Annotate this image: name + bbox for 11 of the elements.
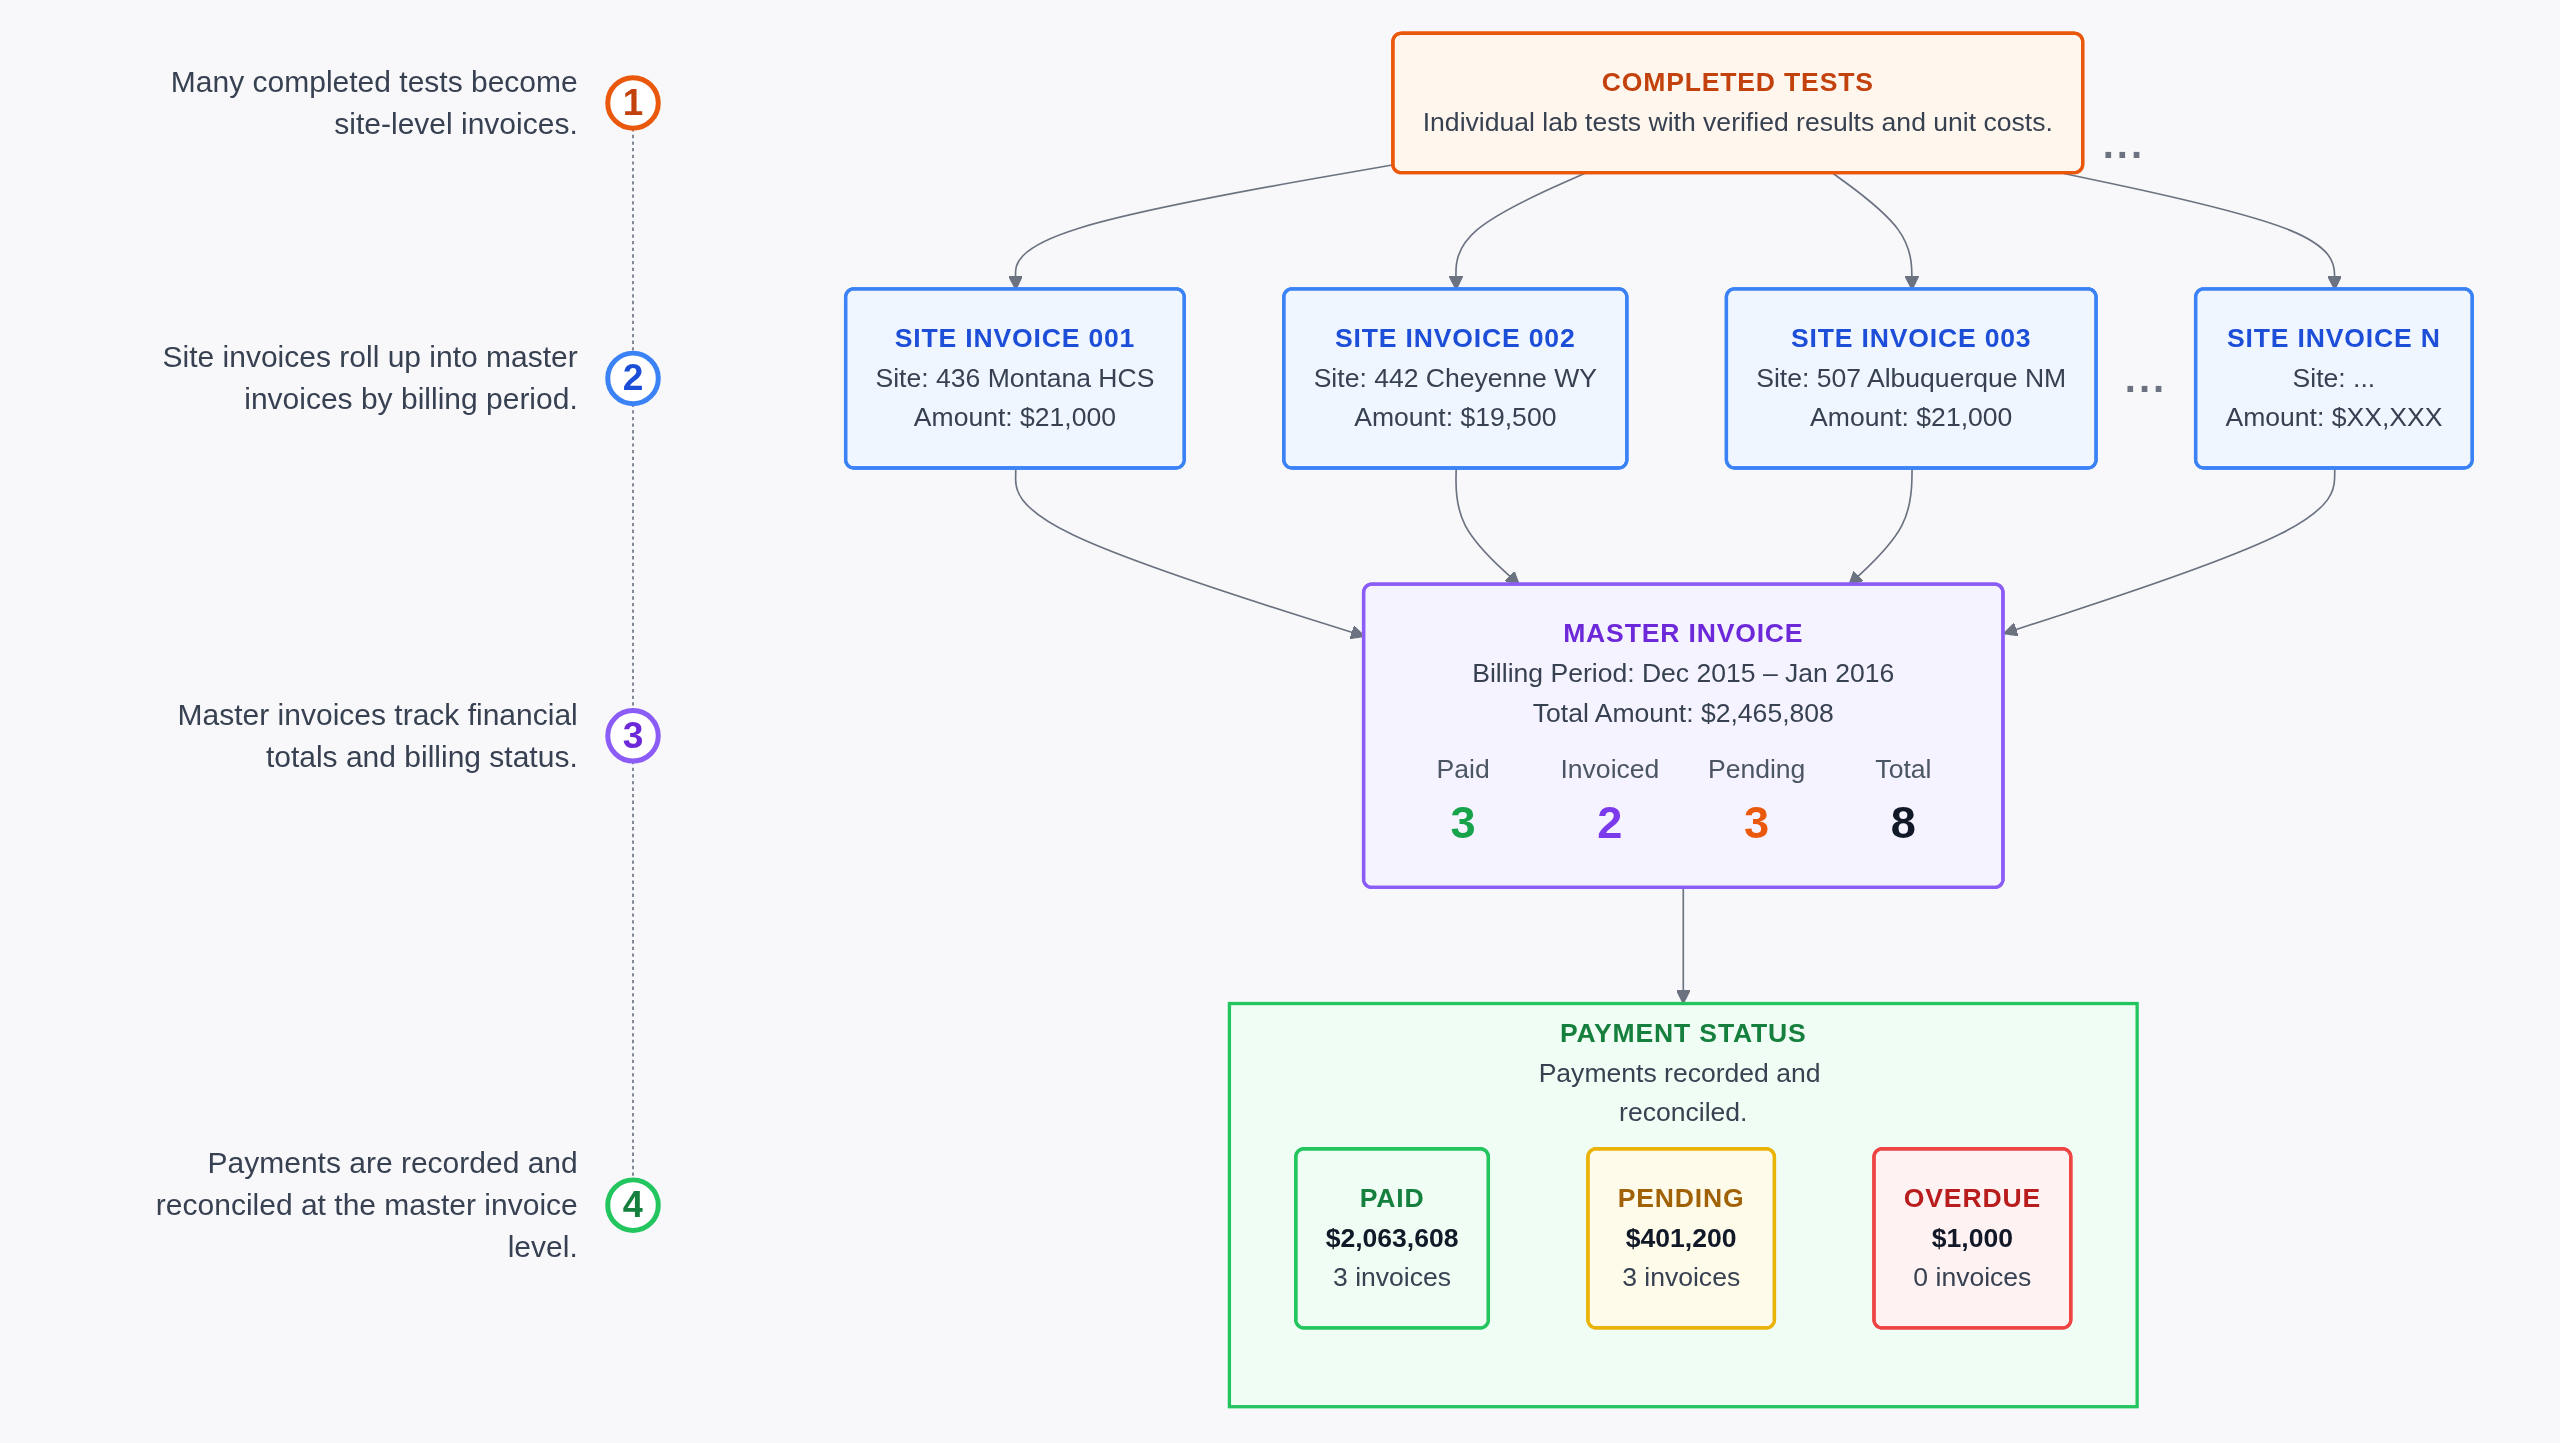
arrow bbox=[2003, 467, 2336, 637]
step-description: Many completed tests become site-level invoices. bbox=[169, 63, 578, 142]
node-circle: 1 bbox=[605, 75, 661, 131]
node-circle: 2 bbox=[605, 350, 661, 407]
step-description: Payments are recorded and reconciled at the master invoice level. bbox=[154, 1145, 578, 1266]
node-circle: 3 bbox=[605, 708, 661, 764]
step-description: Master invoices track financial totals and billing status. bbox=[176, 696, 578, 775]
ellipsis: ... bbox=[2124, 355, 2168, 401]
node-circle: 4 bbox=[605, 1177, 661, 1233]
ellipsis: ... bbox=[2102, 121, 2145, 167]
step-description: Site invoices roll up into master invoices by billing period. bbox=[161, 339, 578, 418]
